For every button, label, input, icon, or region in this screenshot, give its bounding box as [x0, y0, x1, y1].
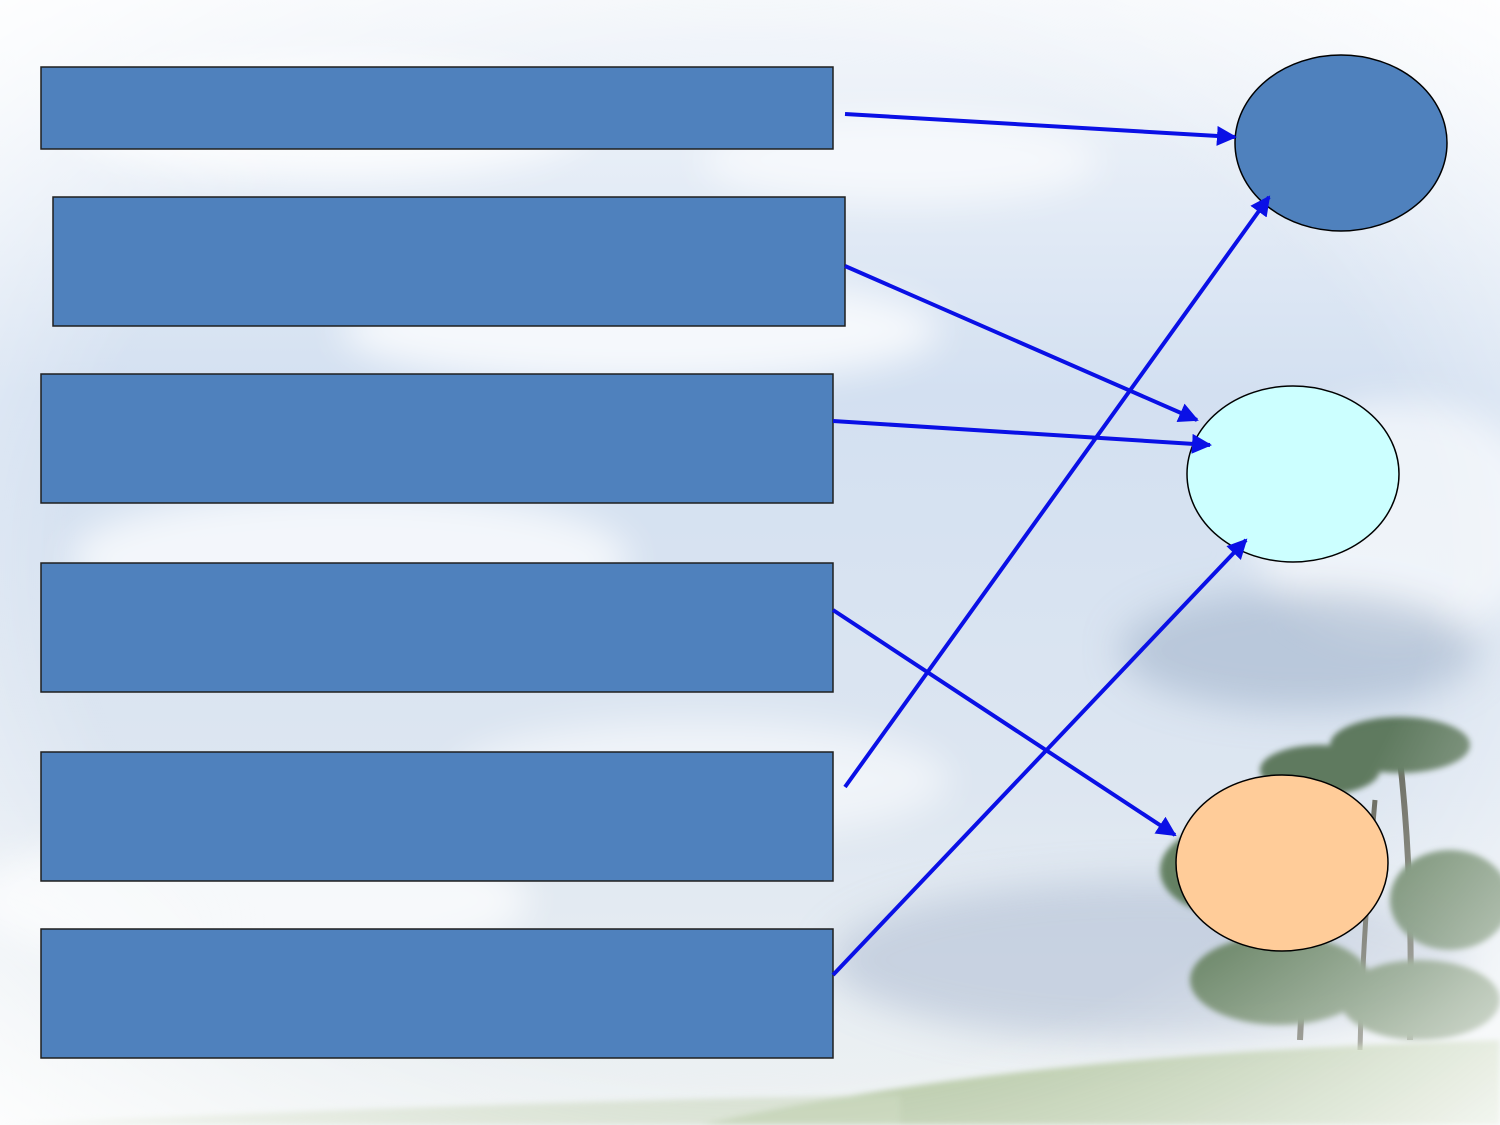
box-6	[40, 928, 834, 1059]
connection-arrows	[831, 112, 1271, 977]
arrow-box2-circle2	[844, 264, 1199, 422]
circle-1	[1234, 54, 1448, 232]
arrow-box6-circle2	[831, 538, 1248, 977]
box-1	[40, 66, 834, 150]
target-circles	[1175, 54, 1448, 952]
box-4	[40, 562, 834, 693]
box-3	[40, 373, 834, 504]
circle-3	[1175, 774, 1389, 952]
box-5	[40, 751, 834, 882]
arrow-box3-circle2	[832, 419, 1212, 454]
arrow-box1-circle1	[844, 112, 1237, 146]
arrow-box4-circle3	[831, 608, 1177, 837]
box-2	[52, 196, 846, 327]
source-boxes	[40, 66, 846, 1059]
circle-2	[1186, 385, 1400, 563]
arrow-box5-circle1	[843, 195, 1271, 789]
